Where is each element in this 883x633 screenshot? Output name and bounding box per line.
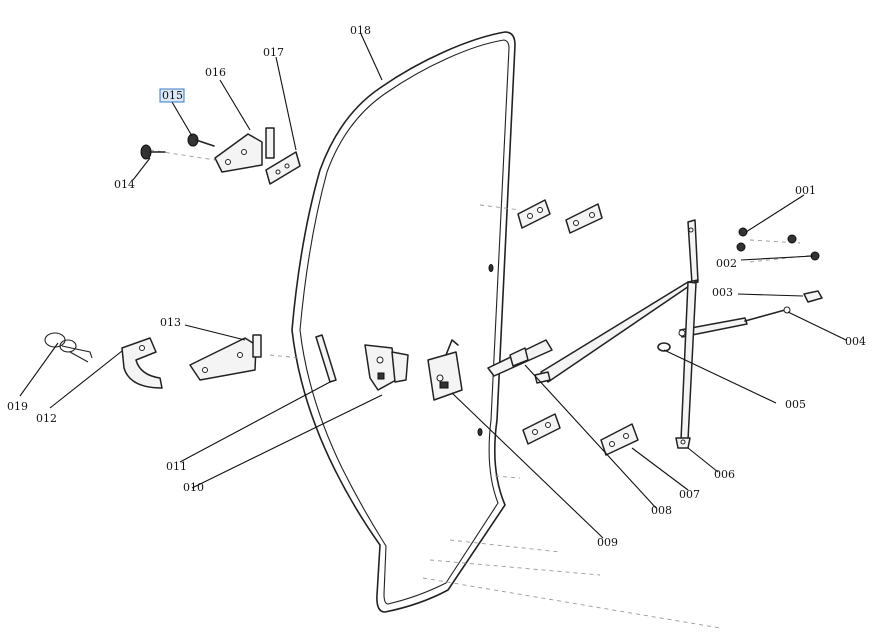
label-013[interactable]: 013 — [160, 316, 181, 329]
selected-label-highlight — [159, 88, 185, 103]
bolt-015[interactable] — [187, 133, 215, 147]
handle-012[interactable] — [121, 337, 163, 389]
label-011[interactable]: 011 — [166, 460, 187, 473]
label-009[interactable]: 009 — [597, 536, 618, 549]
label-012[interactable]: 012 — [36, 412, 57, 425]
gas-strut-004[interactable] — [678, 306, 791, 338]
rod-011[interactable] — [315, 334, 337, 383]
nut-001[interactable] — [738, 227, 748, 237]
hinge-008[interactable] — [487, 339, 561, 445]
washer-005[interactable] — [657, 342, 671, 352]
label-017[interactable]: 017 — [263, 46, 284, 59]
label-003[interactable]: 003 — [712, 286, 733, 299]
leader-lines — [19, 33, 847, 539]
label-002[interactable]: 002 — [716, 257, 737, 270]
latch-010[interactable] — [364, 344, 409, 391]
plate-017[interactable] — [265, 151, 301, 185]
label-007[interactable]: 007 — [679, 488, 700, 501]
label-019[interactable]: 019 — [7, 400, 28, 413]
label-018[interactable]: 018 — [350, 24, 371, 37]
keys-019[interactable] — [44, 332, 93, 363]
label-015[interactable]: 015 — [162, 89, 183, 102]
clip-003[interactable] — [803, 290, 823, 303]
label-005[interactable]: 005 — [785, 398, 806, 411]
label-006[interactable]: 006 — [714, 468, 735, 481]
label-008[interactable]: 008 — [651, 504, 672, 517]
knob-014[interactable] — [140, 144, 166, 160]
upper-hinge-plates[interactable] — [517, 199, 603, 234]
door-glass-panel[interactable] — [291, 31, 516, 613]
washer-002[interactable] — [736, 234, 820, 261]
lock-body-009[interactable] — [427, 339, 463, 401]
part-labels: 015 018 016 017 014 001 002 003 004 005 … — [7, 24, 866, 549]
label-016[interactable]: 016 — [205, 66, 226, 79]
hinge-bracket-016[interactable] — [214, 127, 275, 173]
label-010[interactable]: 010 — [183, 481, 204, 494]
hinge-plate-007[interactable] — [600, 423, 639, 456]
hinge-plate-013[interactable] — [189, 334, 262, 381]
label-014[interactable]: 014 — [114, 178, 135, 191]
assembly-guide-lines — [149, 149, 816, 629]
label-004[interactable]: 004 — [845, 335, 866, 348]
frame-arm-006[interactable] — [534, 219, 699, 449]
label-001[interactable]: 001 — [795, 184, 816, 197]
